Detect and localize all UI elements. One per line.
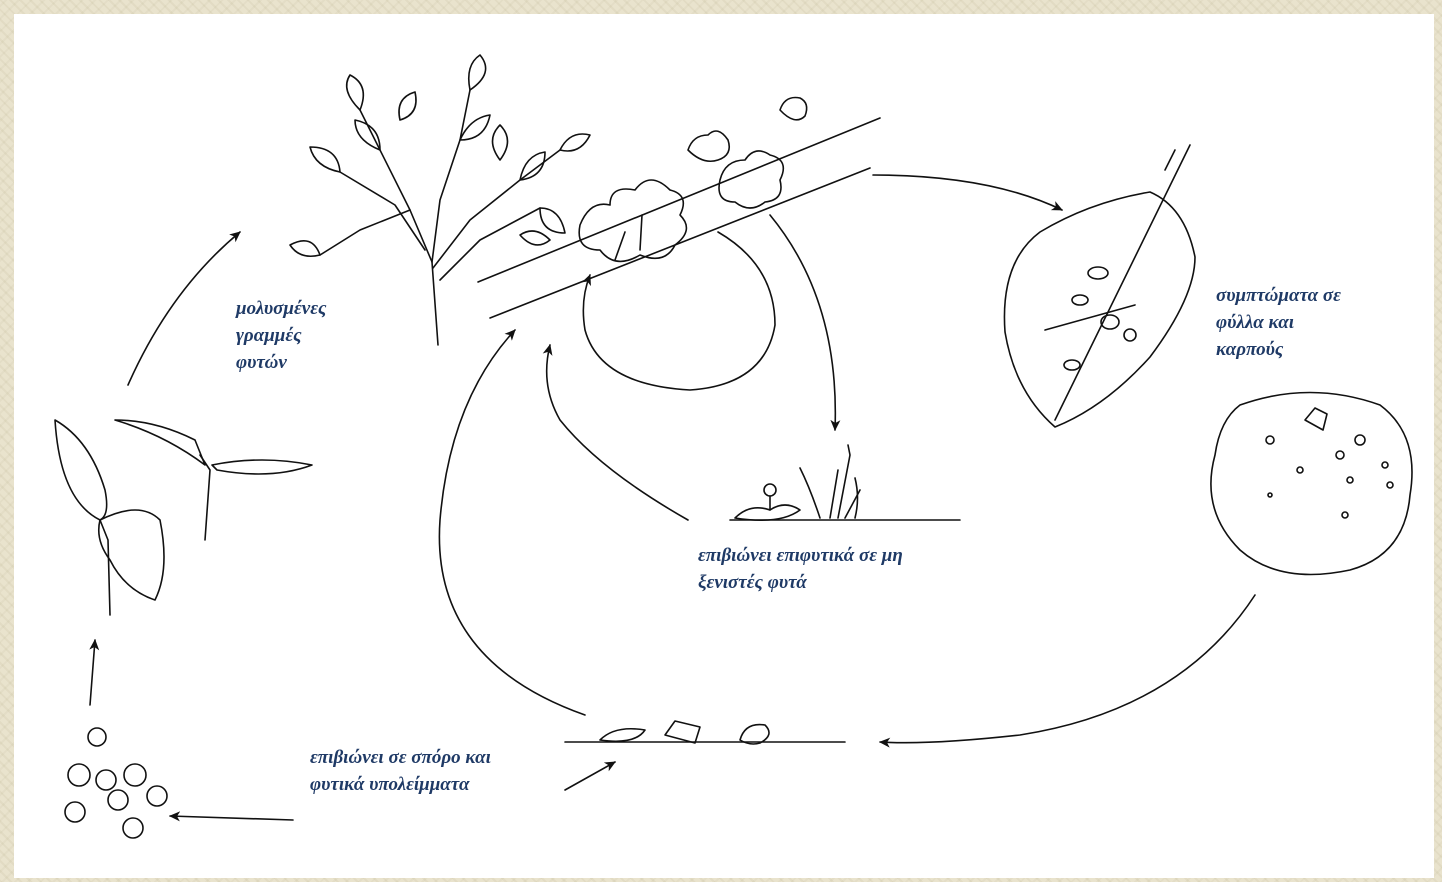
seeds [65,728,167,838]
infected-leaf [1004,145,1195,427]
label-infected-lines: μολυσμένες γραμμές φυτών [236,295,326,376]
label-epiphytic-survival: επιβιώνει επιφυτικά σε μη ξενιστές φυτά [698,542,903,596]
label-seed-debris-survival: επιβιώνει σε σπόρο και φυτικά υπολείμματ… [310,744,491,798]
infected-fruit [1211,393,1412,575]
infected-plant-rows [290,55,880,345]
label-symptoms: συμπτώματα σε φύλλα και καρπούς [1216,282,1341,363]
seedlings [55,420,312,615]
non-host-weeds [730,445,960,520]
plant-debris [565,721,845,744]
